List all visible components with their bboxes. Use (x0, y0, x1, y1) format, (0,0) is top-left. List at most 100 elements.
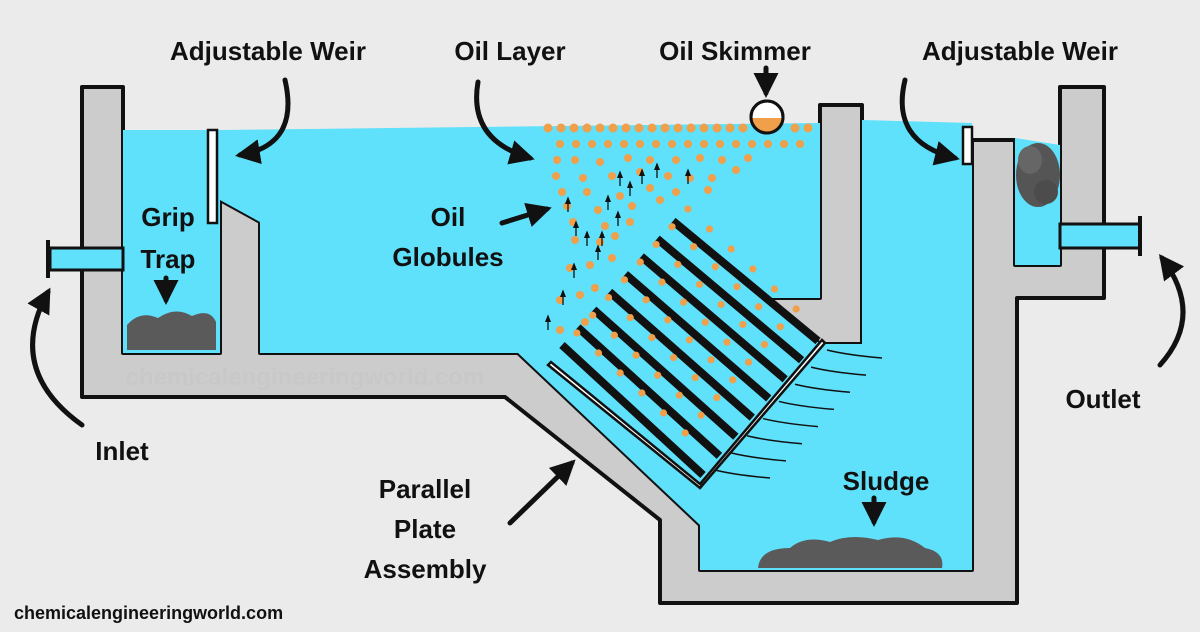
oil-globule (616, 192, 624, 200)
plate-oil-dot (669, 353, 678, 362)
arrow-inlet (27, 287, 85, 428)
oil-layer (543, 123, 813, 148)
arrow-outlet (1157, 254, 1186, 368)
plate (606, 288, 755, 421)
oil-globule (596, 158, 604, 166)
oil-layer-dot (634, 123, 644, 133)
oil-layer-dot (604, 140, 612, 148)
oil-globule (571, 156, 579, 164)
oil-globule (581, 318, 589, 326)
oil-layer-dot (660, 123, 670, 133)
oil-globule (636, 168, 644, 176)
plate-oil-dot (711, 263, 719, 271)
oil-layer-dot (732, 140, 740, 148)
label-parallel-plate-line3: Assembly (364, 554, 487, 584)
oil-globule (558, 188, 566, 196)
plate (654, 235, 805, 364)
oil-globule (552, 172, 560, 180)
plate-oil-dot (776, 323, 784, 331)
label-oil-layer: Oil Layer (454, 36, 565, 66)
oil-globule (628, 202, 636, 210)
oil-layer-dot (621, 123, 631, 133)
bottom-sludge (758, 536, 943, 568)
oil-globule (686, 174, 694, 182)
oil-globule (646, 156, 654, 164)
plate-oil-dot (713, 393, 721, 402)
plate-oil-dot (681, 429, 689, 437)
plate-oil-dot (690, 243, 698, 251)
oil-layer-dot (569, 123, 579, 133)
oil-globule (586, 261, 594, 269)
label-oil-globules-line1: Oil (431, 202, 466, 232)
plate-oil-dot (573, 329, 581, 337)
oil-globule (611, 232, 619, 240)
plate-oil-dot (770, 285, 779, 293)
arrow-to-plates (507, 459, 576, 526)
parallel-plate-assembly (546, 205, 883, 490)
oil-layer-dot (652, 140, 660, 148)
label-oil-globules-line2: Globules (392, 242, 503, 272)
flow-curl (794, 383, 851, 394)
oil-globule (579, 174, 587, 182)
oil-globules (552, 154, 752, 334)
rising-arrows (544, 162, 692, 330)
arrow-to-weir-left (235, 77, 291, 165)
adjustable-weir-left (206, 128, 219, 225)
plate-oil-dot (652, 240, 660, 249)
plate (575, 324, 723, 459)
watermark: chemicalengineeringworld.com (126, 364, 485, 391)
inlet-pipe (46, 240, 125, 278)
arrow-to-oil-layer (474, 79, 535, 165)
oil-layer-dot (636, 140, 644, 148)
label-adjustable-weir-left: Adjustable Weir (170, 36, 366, 66)
adjustable-weir-right (961, 125, 974, 166)
oil-layer-dot (647, 123, 657, 133)
oil-layer-dot (712, 123, 722, 133)
plate-oil-dot (610, 331, 618, 339)
oil-layer-dot (582, 123, 592, 133)
oil-globule (583, 188, 591, 196)
plate-oil-dot (589, 311, 597, 319)
oil-globule (556, 296, 564, 304)
oil-globule (596, 238, 604, 246)
flow-curl (762, 417, 819, 428)
oil-globule (601, 222, 609, 230)
plate-oil-dot (744, 358, 753, 366)
oil-layer-dot (673, 123, 683, 133)
oil-globule (566, 264, 574, 272)
oil-globule (608, 254, 616, 262)
oil-globule (718, 156, 726, 164)
arrow-to-weir-right (899, 77, 960, 166)
plate-oil-dot (648, 333, 656, 342)
oil-layer-dot (803, 123, 813, 133)
plate-oil-dot (642, 296, 650, 304)
plate-oil-dot (668, 223, 676, 231)
plate-oil-dot (620, 276, 629, 284)
plate-oil-dot (705, 225, 714, 233)
grip-trap-sludge (127, 311, 216, 350)
oil-globule (624, 154, 632, 162)
plate (591, 306, 739, 440)
plate-oil-dot (727, 245, 735, 253)
plate-oil-dot (638, 389, 646, 397)
oil-globule (608, 172, 616, 180)
flow-curl (714, 469, 771, 479)
oil-layer-dot (700, 140, 708, 148)
oil-globule (553, 156, 561, 164)
plate-oil-dot (594, 349, 603, 357)
oil-globule (708, 174, 716, 182)
oil-layer-dot (748, 140, 756, 148)
plate-oil-dot (701, 318, 709, 326)
oil-layer-dot (608, 123, 618, 133)
flow-curl (810, 366, 867, 376)
oil-layer-dot (620, 140, 628, 148)
label-inlet: Inlet (95, 436, 149, 466)
oil-globule (696, 154, 704, 162)
oil-layer-dot (543, 123, 553, 133)
oil-globule (744, 154, 752, 162)
label-oil-skimmer: Oil Skimmer (659, 36, 811, 66)
plate-oil-dot (697, 411, 705, 419)
oil-layer-dot (556, 123, 566, 133)
plate-oil-dot (684, 205, 692, 213)
oil-globule (626, 218, 634, 226)
